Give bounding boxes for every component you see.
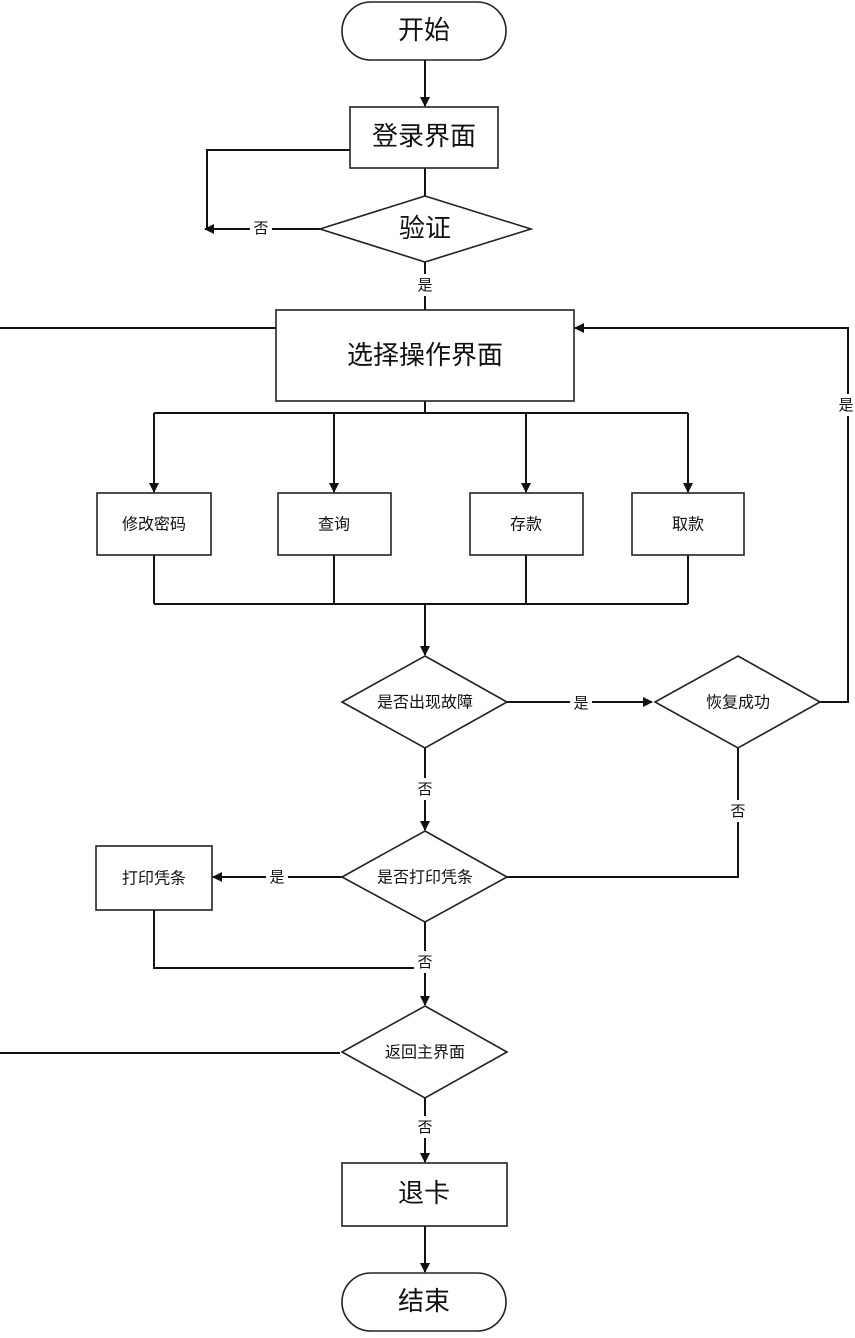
line-print-merge bbox=[153, 910, 425, 969]
query-label: 查询 bbox=[318, 515, 350, 534]
line-login-left bbox=[206, 149, 350, 229]
start-label: 开始 bbox=[398, 16, 450, 46]
arrow-recover-select bbox=[574, 323, 849, 703]
return-main-label: 返回主界面 bbox=[385, 1043, 465, 1062]
label-verify-no: 否 bbox=[253, 219, 268, 237]
node-print: 打印凭条 bbox=[95, 845, 213, 911]
verify-label: 验证 bbox=[399, 214, 451, 244]
deposit-label: 存款 bbox=[510, 515, 542, 534]
end-label: 结束 bbox=[398, 1287, 450, 1317]
eject-label: 退卡 bbox=[398, 1179, 450, 1209]
recover-label: 恢复成功 bbox=[706, 693, 770, 712]
label-recover-no: 否 bbox=[730, 802, 745, 820]
label-print-yes: 是 bbox=[269, 868, 284, 886]
print-label: 打印凭条 bbox=[122, 869, 186, 888]
select-label: 选择操作界面 bbox=[347, 341, 503, 371]
withdraw-label: 取款 bbox=[672, 515, 704, 534]
node-withdraw: 取款 bbox=[631, 492, 745, 556]
label-print-no: 否 bbox=[417, 953, 432, 971]
label-verify-yes: 是 bbox=[417, 276, 432, 294]
node-login: 登录界面 bbox=[349, 106, 499, 169]
label-recover-yes: 是 bbox=[838, 396, 853, 414]
node-verify: 验证 bbox=[317, 195, 534, 263]
fault-label: 是否出现故障 bbox=[377, 693, 473, 712]
change-password-label: 修改密码 bbox=[122, 515, 186, 534]
edge-labels: 否 是 是 是 否 否 是 否 否 bbox=[250, 217, 855, 1138]
node-start: 开始 bbox=[341, 1, 507, 61]
node-recover: 恢复成功 bbox=[653, 655, 822, 749]
label-fault-no: 否 bbox=[417, 780, 432, 798]
node-end: 结束 bbox=[341, 1272, 507, 1332]
node-select: 选择操作界面 bbox=[275, 309, 575, 402]
node-print-question: 是否打印凭条 bbox=[340, 830, 509, 923]
connectors bbox=[0, 60, 849, 1273]
line-recover-no bbox=[507, 748, 739, 878]
login-label: 登录界面 bbox=[372, 122, 476, 152]
print-question-label: 是否打印凭条 bbox=[377, 868, 473, 887]
label-fault-yes: 是 bbox=[573, 694, 588, 712]
node-eject: 退卡 bbox=[341, 1162, 508, 1227]
label-return-no: 否 bbox=[417, 1118, 432, 1136]
node-change-password: 修改密码 bbox=[96, 492, 212, 556]
node-fault: 是否出现故障 bbox=[340, 655, 509, 749]
node-query: 查询 bbox=[277, 492, 392, 556]
node-deposit: 存款 bbox=[469, 492, 584, 556]
node-return-main: 返回主界面 bbox=[340, 1005, 509, 1099]
